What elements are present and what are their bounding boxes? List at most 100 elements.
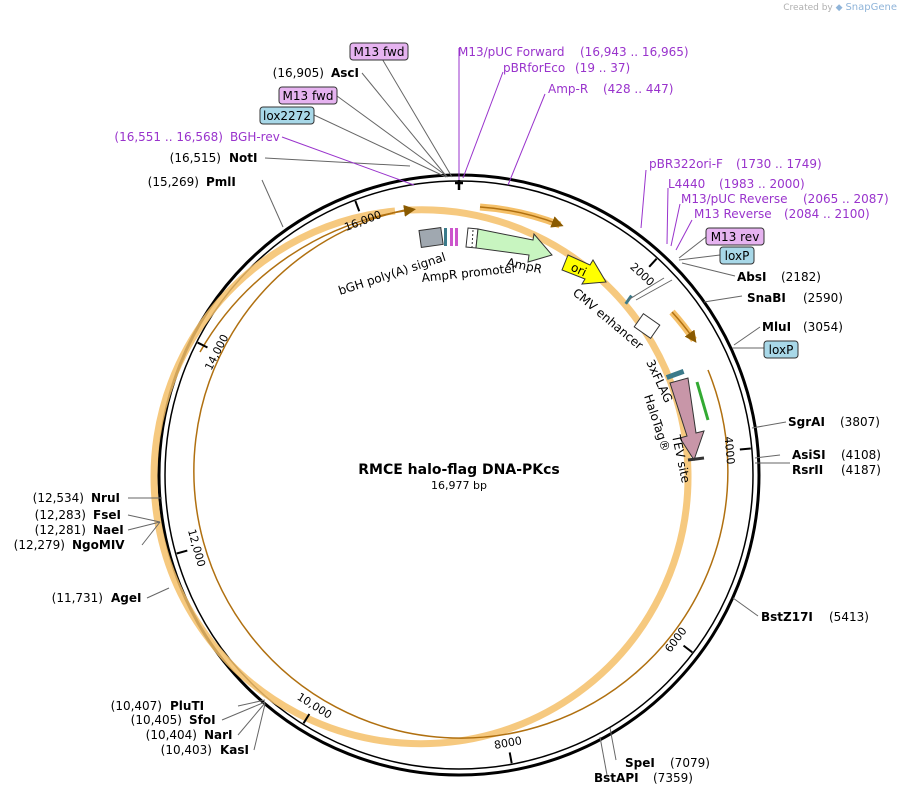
svg-text:MluI: MluI: [762, 320, 791, 334]
svg-text:NarI: NarI: [204, 728, 233, 742]
primer-pbr322ori-f[interactable]: pBR322ori-F (1730 .. 1749): [649, 157, 822, 171]
box-m13-rev[interactable]: M13 rev: [705, 227, 765, 246]
svg-text:L4440: L4440: [668, 177, 705, 191]
primer-pbrforeco[interactable]: pBRforEco (19 .. 37): [503, 61, 630, 75]
site-pluti[interactable]: (10,407) PluTI: [111, 699, 204, 713]
svg-text:BGH-rev: BGH-rev: [230, 130, 280, 144]
svg-text:KasI: KasI: [220, 743, 249, 757]
site-bstapi[interactable]: BstAPI (7359): [594, 771, 693, 785]
box-lox2272[interactable]: lox2272: [259, 106, 315, 125]
plasmid-length: 16,977 bp: [431, 479, 487, 492]
primer-m13-puc-reverse[interactable]: M13/pUC Reverse (2065 .. 2087): [681, 192, 889, 206]
tick-label: 4000: [722, 436, 737, 465]
snapgene-logo-icon: ◆: [835, 3, 843, 13]
site-bstz17i[interactable]: BstZ17I (5413): [761, 610, 869, 624]
cmv-enhancer-feature: [633, 313, 661, 339]
svg-text:(5413): (5413): [829, 610, 869, 624]
site-rsrii[interactable]: RsrII (4187): [792, 463, 881, 477]
svg-text:(16,551 .. 16,568): (16,551 .. 16,568): [114, 130, 223, 144]
tick-mark: [682, 644, 693, 654]
svg-text:(10,403): (10,403): [161, 743, 212, 757]
tev-site-mark: [687, 456, 705, 462]
svg-text:(10,407): (10,407): [111, 699, 162, 713]
svg-text:FseI: FseI: [93, 508, 121, 522]
site-kasi[interactable]: (10,403) KasI: [161, 743, 249, 757]
site-agei[interactable]: (11,731) AgeI: [52, 591, 142, 605]
site-notl[interactable]: (16,515) NotI: [170, 151, 258, 165]
credit-brand: SnapGene: [845, 2, 897, 13]
primer-bgh-rev[interactable]: (16,551 .. 16,568) BGH-rev: [114, 130, 279, 144]
ori-guide-2: [635, 279, 673, 301]
site-naei[interactable]: (12,281) NaeI: [35, 523, 124, 537]
ori-guide-1: [627, 277, 665, 301]
box-m13-fwd[interactable]: M13 fwd: [278, 86, 338, 105]
primer-m13-reverse[interactable]: M13 Reverse (2084 .. 2100): [694, 207, 870, 221]
tick-mark: [197, 341, 208, 349]
svg-text:NruI: NruI: [91, 491, 120, 505]
site-fsei[interactable]: (12,283) FseI: [35, 508, 121, 522]
svg-text:SfoI: SfoI: [189, 713, 216, 727]
svg-text:(7359): (7359): [653, 771, 693, 785]
tick-mark: [648, 257, 658, 268]
lox2272-mark: [444, 228, 447, 246]
site-spei[interactable]: SpeI (7079): [625, 756, 710, 770]
svg-text:(1983 .. 2000): (1983 .. 2000): [719, 177, 805, 191]
svg-text:lox2272: lox2272: [263, 109, 311, 123]
svg-text:AgeI: AgeI: [111, 591, 141, 605]
site-sgrai[interactable]: SgrAI (3807): [788, 415, 880, 429]
svg-text:(2590): (2590): [803, 291, 843, 305]
svg-text:(2182): (2182): [781, 270, 821, 284]
svg-text:(2084 .. 2100): (2084 .. 2100): [784, 207, 870, 221]
svg-text:AbsI: AbsI: [737, 270, 766, 284]
tick-label: 16,000: [343, 208, 384, 234]
m13-mark-2: [455, 228, 458, 246]
site-nari[interactable]: (10,404) NarI: [146, 728, 233, 742]
site-mlul[interactable]: MluI (3054): [762, 320, 843, 334]
snapgene-credit: Created by ◆ SnapGene: [783, 2, 897, 13]
box-m13-fwd-top[interactable]: M13 fwd: [349, 42, 409, 61]
primer-leader-lines: [281, 48, 693, 251]
svg-text:loxP: loxP: [769, 343, 794, 357]
site-ngomiv[interactable]: (12,279) NgoMIV: [14, 538, 126, 552]
svg-text:(15,269): (15,269): [148, 175, 199, 189]
svg-text:(11,731): (11,731): [52, 591, 103, 605]
svg-text:M13 fwd: M13 fwd: [354, 45, 405, 59]
svg-text:SpeI: SpeI: [625, 756, 655, 770]
primer-l4440[interactable]: L4440 (1983 .. 2000): [668, 177, 805, 191]
credit-prefix: Created by: [783, 3, 833, 13]
tick-mark: [508, 752, 513, 764]
site-asisi[interactable]: AsiSI (4108): [792, 448, 881, 462]
primer-m13-puc-forward[interactable]: M13/pUC Forward (16,943 .. 16,965): [458, 45, 689, 59]
svg-text:NotI: NotI: [229, 151, 258, 165]
tick-mark: [302, 713, 311, 724]
tick-mark: [739, 447, 751, 451]
svg-text:(12,279): (12,279): [14, 538, 65, 552]
svg-text:(16,515): (16,515): [170, 151, 221, 165]
site-pmll[interactable]: (15,269) PmlI: [148, 175, 236, 189]
svg-text:(12,283): (12,283): [35, 508, 86, 522]
svg-text:M13 rev: M13 rev: [711, 230, 760, 244]
box-loxp-1[interactable]: loxP: [719, 246, 755, 265]
site-ascl[interactable]: (16,905) AscI: [273, 66, 359, 80]
svg-text:BstZ17I: BstZ17I: [761, 610, 813, 624]
svg-text:PluTI: PluTI: [170, 699, 204, 713]
site-nrui[interactable]: (12,534) NruI: [33, 491, 120, 505]
svg-text:(428 .. 447): (428 .. 447): [603, 82, 673, 96]
svg-text:M13 Reverse: M13 Reverse: [694, 207, 772, 221]
site-absl[interactable]: AbsI (2182): [737, 270, 821, 284]
svg-text:(16,905): (16,905): [273, 66, 324, 80]
svg-text:loxP: loxP: [725, 249, 750, 263]
ampr-arrow-feature: [475, 228, 553, 263]
primer-amp-r[interactable]: Amp-R (428 .. 447): [548, 82, 673, 96]
svg-text:RsrII: RsrII: [792, 463, 823, 477]
tick-label: 6000: [662, 625, 689, 655]
svg-text:(10,405): (10,405): [131, 713, 182, 727]
site-sfoi[interactable]: (10,405) SfoI: [131, 713, 216, 727]
feature-label-ori: ori: [569, 260, 589, 279]
svg-text:(19 .. 37): (19 .. 37): [575, 61, 630, 75]
svg-text:NaeI: NaeI: [93, 523, 124, 537]
box-loxp-2[interactable]: loxP: [763, 340, 799, 359]
site-snabl[interactable]: SnaBI (2590): [747, 291, 843, 305]
ori-arrow-feature: [561, 254, 607, 285]
svg-text:M13/pUC Forward: M13/pUC Forward: [458, 45, 565, 59]
